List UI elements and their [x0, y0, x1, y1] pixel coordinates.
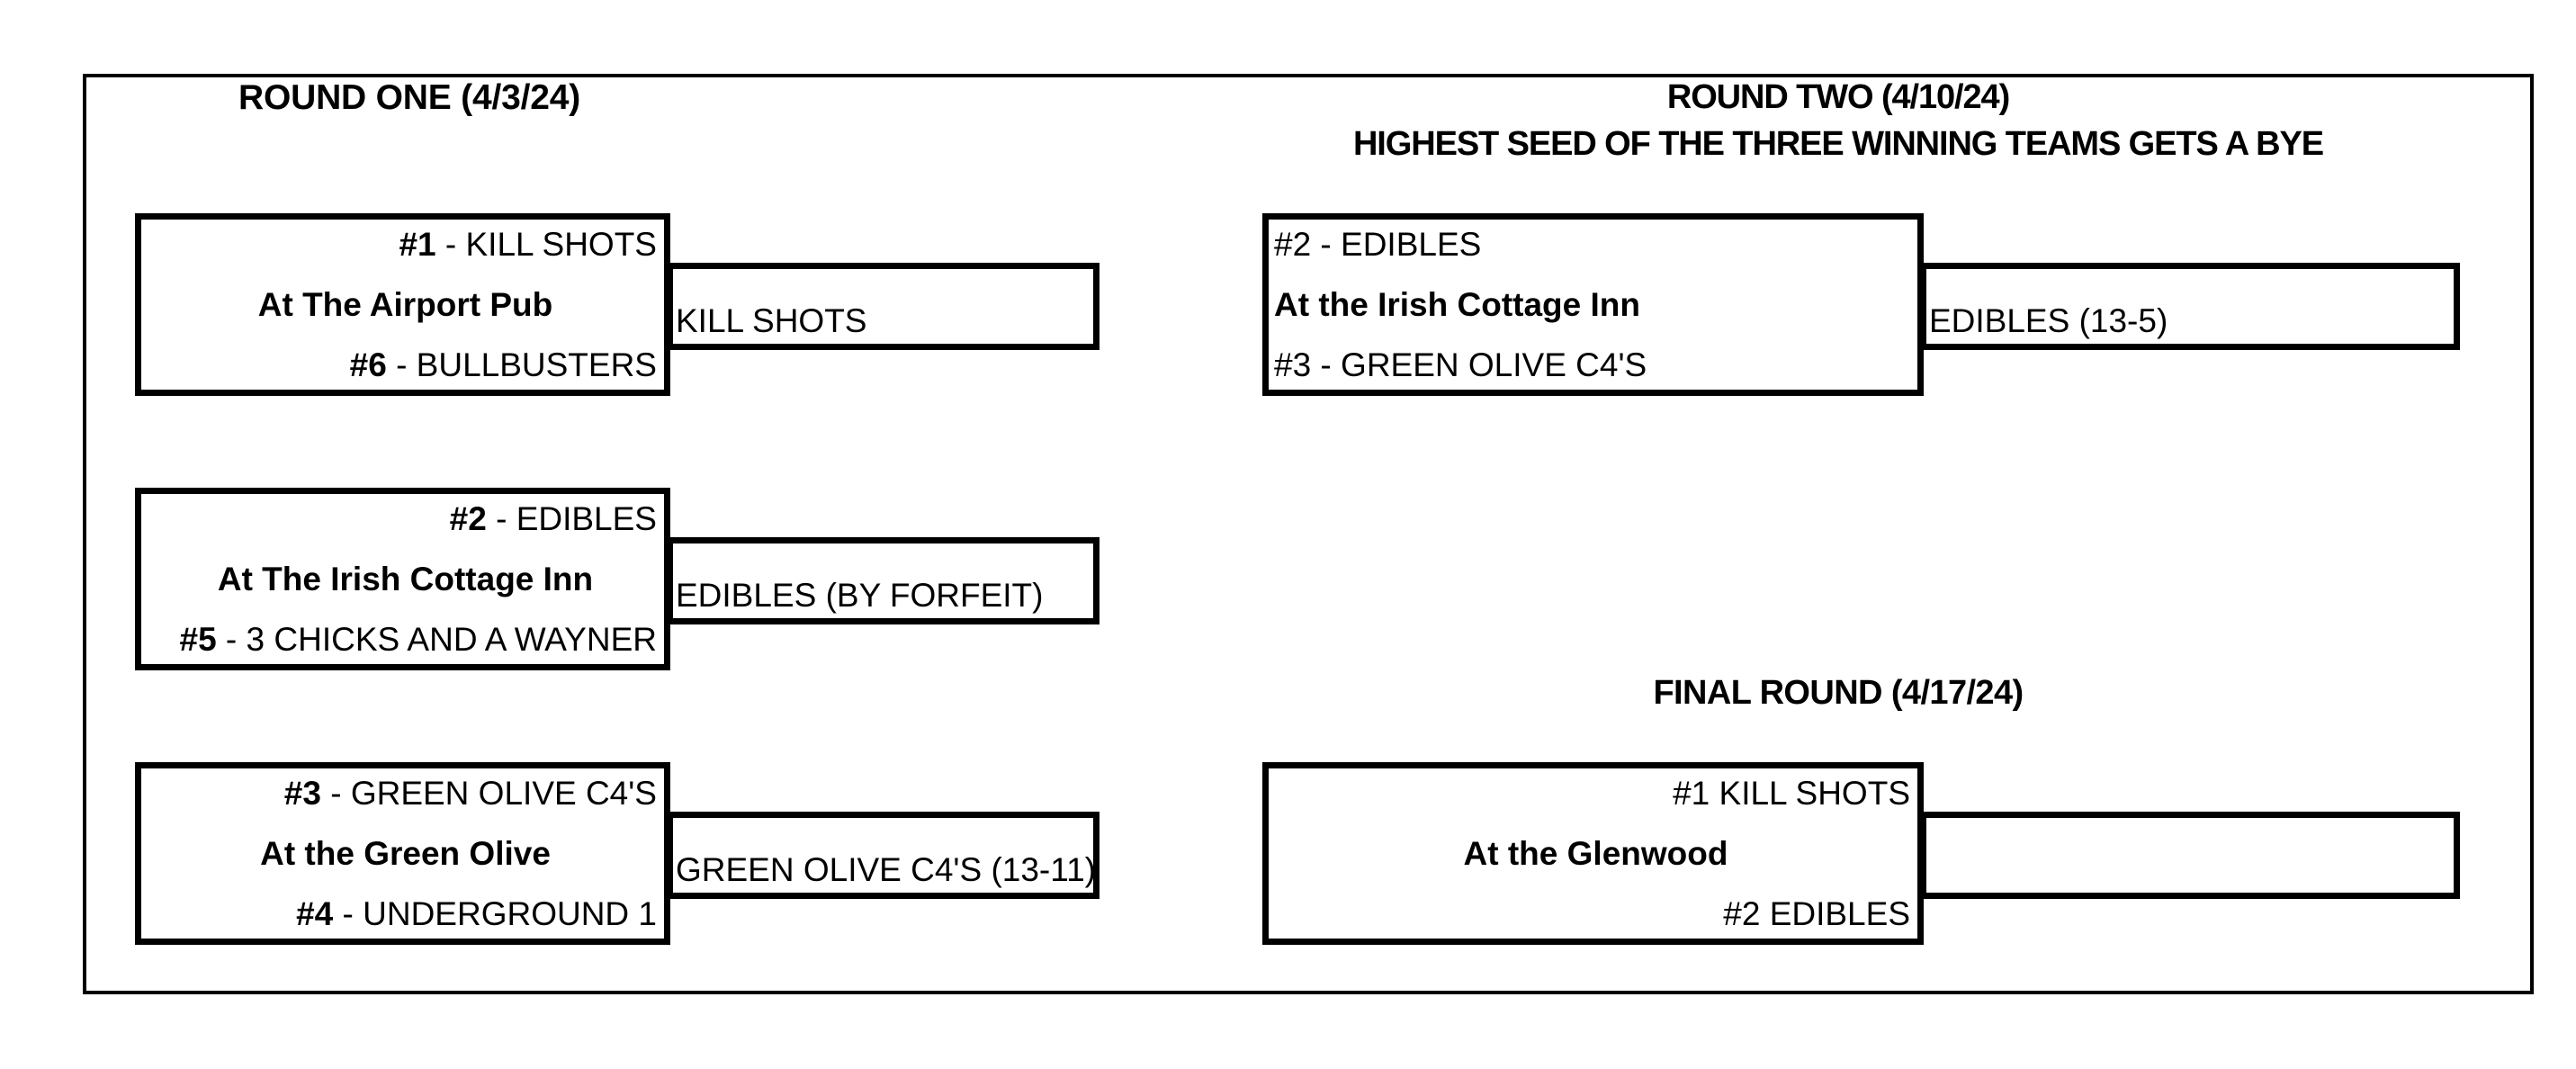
round-two-bottom-team: #3 - GREEN OLIVE C4'S	[1274, 346, 1647, 383]
match-2-bottom-seed: #5	[179, 621, 217, 658]
match-1-bottom-seed: #6	[349, 346, 387, 383]
round-two-subheading: HIGHEST SEED OF THE THREE WINNING TEAMS …	[1352, 125, 2324, 163]
match-1-top-team: #1 - KILL SHOTS	[399, 226, 657, 263]
match-1-bottom-team: #6 - BULLBUSTERS	[349, 346, 657, 383]
match-3-venue: At the Green Olive	[260, 835, 551, 872]
round-two-top-team: #2 - EDIBLES	[1274, 226, 1482, 263]
round-two-bottom-seed: #3	[1274, 346, 1312, 383]
round-one-winner-3[interactable]: GREEN OLIVE C4'S (13-11)	[667, 812, 1100, 899]
match-3-top-team: #3 - GREEN OLIVE C4'S	[283, 775, 657, 812]
final-venue: At the Glenwood	[1463, 835, 1728, 872]
final-bottom-seed: #2	[1723, 895, 1761, 932]
final-bottom-team: #2 EDIBLES	[1723, 895, 1910, 932]
match-2-top-team: #2 - EDIBLES	[449, 500, 657, 537]
round-two-winner-label: EDIBLES (13-5)	[1929, 302, 2168, 339]
final-top-team: #1 KILL SHOTS	[1673, 775, 1910, 812]
match-2-venue: At The Irish Cottage Inn	[217, 561, 594, 597]
round-two-winner[interactable]: EDIBLES (13-5)	[1920, 263, 2460, 350]
match-1-venue: At The Airport Pub	[257, 286, 553, 323]
final-round-heading: FINAL ROUND (4/17/24)	[1653, 674, 2024, 712]
round-one-match-2[interactable]: #2 - EDIBLES At The Irish Cottage Inn #5…	[135, 488, 670, 670]
round-one-winner-1[interactable]: KILL SHOTS	[667, 263, 1100, 350]
round-one-match-3[interactable]: #3 - GREEN OLIVE C4'S At the Green Olive…	[135, 762, 670, 945]
round-one-winner-2-label: EDIBLES (BY FORFEIT)	[676, 577, 1044, 614]
match-1-top-seed: #1	[399, 226, 436, 263]
round-one-winner-2[interactable]: EDIBLES (BY FORFEIT)	[667, 537, 1100, 624]
champion-label	[1926, 886, 1929, 893]
round-two-top-seed: #2	[1274, 226, 1312, 263]
final-round-match[interactable]: #1 KILL SHOTS At the Glenwood #2 EDIBLES	[1262, 762, 1924, 945]
final-top-seed: #1	[1673, 775, 1710, 812]
round-two-heading: ROUND TWO (4/10/24)	[1666, 78, 2010, 116]
round-two-venue: At the Irish Cottage Inn	[1274, 286, 1640, 323]
match-3-bottom-seed: #4	[296, 895, 334, 932]
match-3-bottom-team: #4 - UNDERGROUND 1	[296, 895, 657, 932]
match-3-top-seed: #3	[283, 775, 321, 812]
match-2-bottom-team: #5 - 3 CHICKS AND A WAYNER	[179, 621, 658, 658]
round-one-heading: ROUND ONE (4/3/24)	[238, 78, 580, 117]
round-two-match[interactable]: #2 - EDIBLES At the Irish Cottage Inn #3…	[1262, 213, 1924, 396]
round-one-winner-1-label: KILL SHOTS	[676, 302, 867, 339]
round-one-winner-3-label: GREEN OLIVE C4'S (13-11)	[676, 851, 1096, 888]
champion-box[interactable]	[1920, 812, 2460, 899]
match-2-top-seed: #2	[449, 500, 487, 537]
round-one-match-1[interactable]: #1 - KILL SHOTS At The Airport Pub #6 - …	[135, 213, 670, 396]
